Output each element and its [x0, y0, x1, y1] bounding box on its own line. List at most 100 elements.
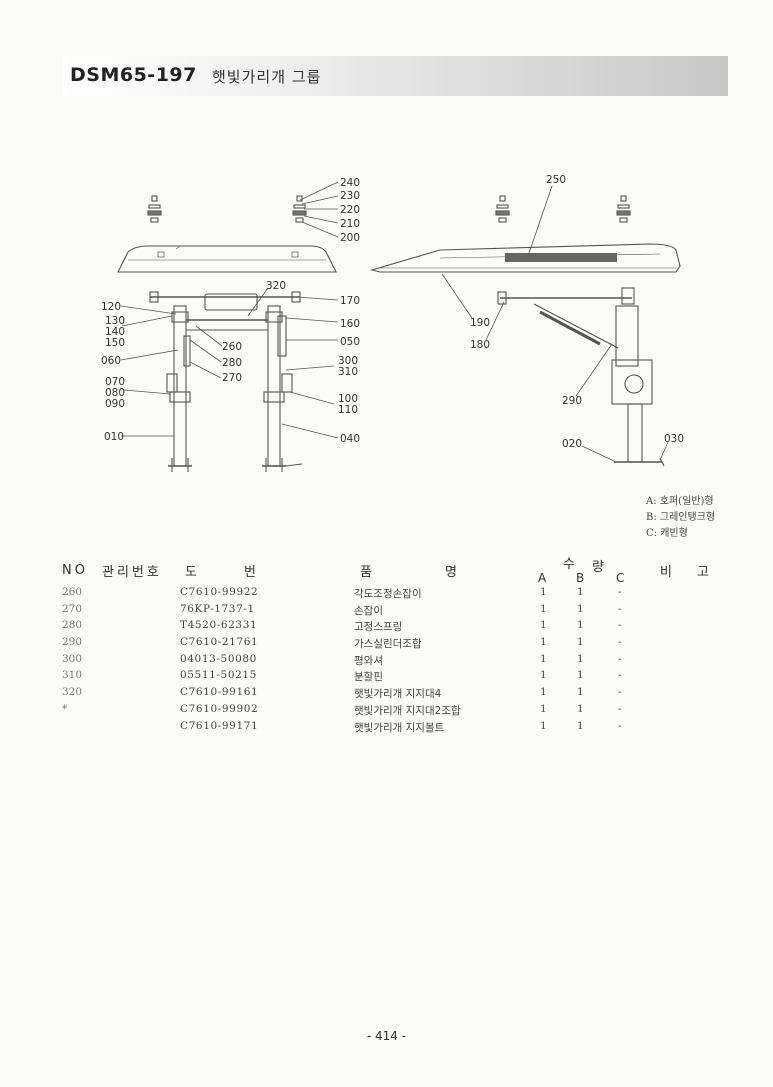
label-280: 280 [222, 357, 242, 369]
label-050: 050 [340, 336, 360, 348]
row-qty-c: - [618, 669, 622, 682]
row-no: 320 [62, 686, 83, 699]
row-qty-b: 1 [577, 586, 584, 598]
header-band [62, 56, 728, 96]
header-name-2: 명 [445, 565, 460, 580]
header-remarks-2: 고 [697, 565, 712, 580]
row-qty-a: 1 [540, 652, 547, 665]
label-250: 250 [546, 174, 566, 186]
header-qty-b: B [576, 571, 585, 585]
label-190: 190 [470, 317, 490, 329]
row-qty-c: - [618, 719, 622, 732]
row-qty-b: 1 [577, 669, 584, 682]
header-qty-1: 수 [563, 557, 578, 572]
row-qty-a: 1 [540, 719, 547, 732]
label-120: 120 [101, 301, 121, 313]
row-qty-c: - [618, 602, 622, 615]
label-070: 070 [105, 376, 125, 388]
row-description: 각도조정손잡이 [354, 588, 422, 600]
row-no: 310 [62, 669, 83, 682]
row-qty-a: 1 [540, 636, 547, 649]
row-description: 분할핀 [354, 671, 383, 684]
header-no: NO [62, 563, 88, 578]
row-no: 270 [62, 602, 83, 615]
row-part-number: 76KP-1737-1 [180, 602, 255, 615]
header-qty-a: A [538, 571, 547, 585]
label-170: 170 [340, 295, 360, 307]
label-310: 310 [338, 366, 358, 378]
label-300: 300 [338, 355, 358, 367]
header-name-1: 품 [360, 565, 375, 580]
row-qty-c: - [618, 636, 622, 649]
row-qty-c: - [618, 586, 622, 598]
row-qty-c: - [618, 619, 622, 632]
page-number: - 414 - [366, 1029, 407, 1043]
label-180: 180 [470, 339, 490, 351]
type-legend: A: 호퍼(일반)형 B: 그레인탱크형 C: 캐빈형 [646, 494, 715, 542]
header-drawing-no-2: 번 [244, 565, 259, 580]
row-description: 손잡이 [354, 604, 383, 617]
row-no: 260 [62, 586, 83, 598]
row-qty-c: - [618, 686, 622, 699]
row-no: 290 [62, 636, 83, 649]
row-description: 햇빛가리개 지지볼트 [354, 721, 445, 734]
header-qty-2: 량 [592, 560, 607, 575]
label-230: 230 [340, 190, 360, 202]
row-qty-a: 1 [540, 686, 547, 699]
row-qty-c: - [618, 652, 622, 665]
label-080: 080 [105, 387, 125, 399]
row-qty-b: 1 [577, 702, 584, 715]
right-canopy [369, 243, 681, 273]
label-290: 290 [562, 395, 582, 407]
row-qty-b: 1 [577, 652, 584, 665]
group-title: 햇빛가리개 그룹 [212, 68, 322, 86]
row-part-number: C7610-99902 [180, 702, 259, 715]
header-mgmt-no: 관리번호 [102, 565, 162, 580]
label-320: 320 [266, 280, 286, 292]
row-description: 평와셔 [354, 654, 383, 667]
row-description: 햇빛가리개 지지대4 [354, 688, 442, 701]
row-qty-b: 1 [577, 719, 584, 732]
label-270: 270 [222, 372, 242, 384]
label-160: 160 [340, 318, 360, 330]
label-150: 150 [105, 337, 125, 349]
label-240: 240 [340, 177, 360, 189]
row-description: 햇빛가리개 지지대2조합 [354, 704, 461, 717]
left-canopy [117, 245, 337, 273]
header-remarks-1: 비 [660, 565, 675, 580]
label-020: 020 [562, 438, 582, 450]
label-040: 040 [340, 433, 360, 445]
row-no: 300 [62, 652, 83, 665]
row-qty-b: 1 [577, 636, 584, 649]
label-260: 260 [222, 341, 242, 353]
row-qty-a: 1 [540, 586, 547, 598]
row-no: * [62, 702, 68, 715]
row-part-number: C7610-21761 [180, 636, 259, 649]
label-200: 200 [340, 232, 360, 244]
legend-a: A: 호퍼(일반)형 [646, 496, 714, 507]
row-part-number: 04013-50080 [180, 652, 257, 665]
row-qty-a: 1 [540, 669, 547, 682]
row-part-number: C7610-99161 [180, 686, 259, 699]
row-qty-c: - [618, 702, 622, 715]
label-010: 010 [104, 431, 124, 443]
row-part-number: 05511-50215 [180, 669, 257, 682]
label-220: 220 [340, 204, 360, 216]
right-hardware-stack-1 [495, 195, 510, 223]
row-no: 280 [62, 619, 83, 632]
row-qty-b: 1 [577, 686, 584, 699]
row-qty-a: 1 [540, 619, 547, 632]
left-hardware-stack-1 [147, 195, 162, 223]
legend-c: C: 캐빈형 [646, 528, 688, 539]
legend-b: B: 그레인탱크형 [646, 512, 716, 523]
label-140: 140 [105, 326, 125, 338]
left-hardware-stack-2 [292, 195, 307, 223]
label-130: 130 [105, 315, 125, 327]
parts-diagram-svg: 120 130 140 150 060 070 080 090 010 260 … [101, 174, 684, 472]
row-part-number: T4520-62331 [180, 619, 258, 632]
right-hardware-stack-2 [616, 195, 631, 223]
row-part-number: C7610-99171 [180, 719, 259, 732]
label-210: 210 [340, 218, 360, 230]
parts-diagram: 120 130 140 150 060 070 080 090 010 260 … [101, 174, 684, 472]
row-qty-b: 1 [577, 619, 584, 632]
